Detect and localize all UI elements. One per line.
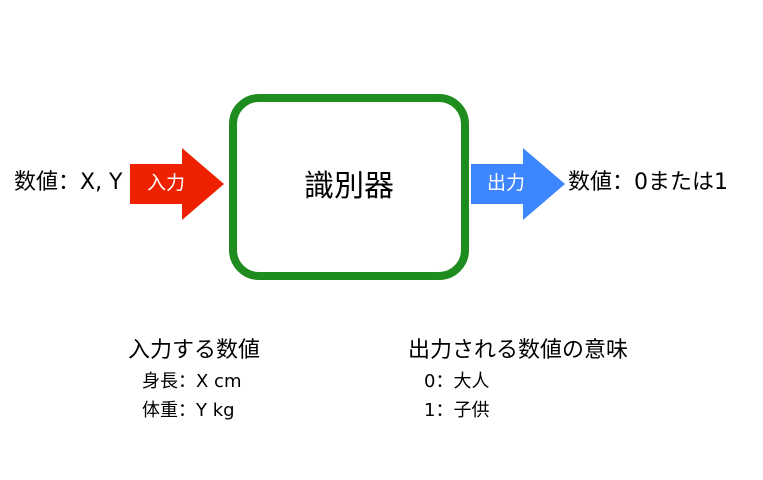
output-description-heading: 出力される数値の意味 — [408, 338, 629, 363]
output-arrow-shape — [471, 148, 565, 220]
input-description: 入力する数値 身長：X cm 体重：Y kg — [128, 340, 260, 420]
input-description-heading: 入力する数値 — [128, 338, 261, 363]
input-arrow-label: 入力 — [147, 172, 186, 194]
output-description: 出力される数値の意味 0：大人 1：子供 — [408, 340, 628, 420]
output-value-label: 数値：0または1 — [568, 170, 728, 195]
input-description-item-height: 身長：X cm — [142, 371, 242, 392]
input-arrow-shape — [130, 148, 224, 220]
classifier-box: 識別器 — [229, 94, 469, 280]
input-arrow — [130, 148, 224, 220]
input-value-label: 数値：X, Y — [14, 170, 123, 195]
output-description-item-adult: 0：大人 — [424, 371, 490, 392]
output-arrow-label: 出力 — [487, 172, 526, 194]
output-description-item-child: 1：子供 — [424, 400, 490, 421]
output-arrow — [471, 148, 565, 220]
classifier-label: 識別器 — [304, 169, 394, 204]
input-description-item-weight: 体重：Y kg — [142, 400, 235, 421]
